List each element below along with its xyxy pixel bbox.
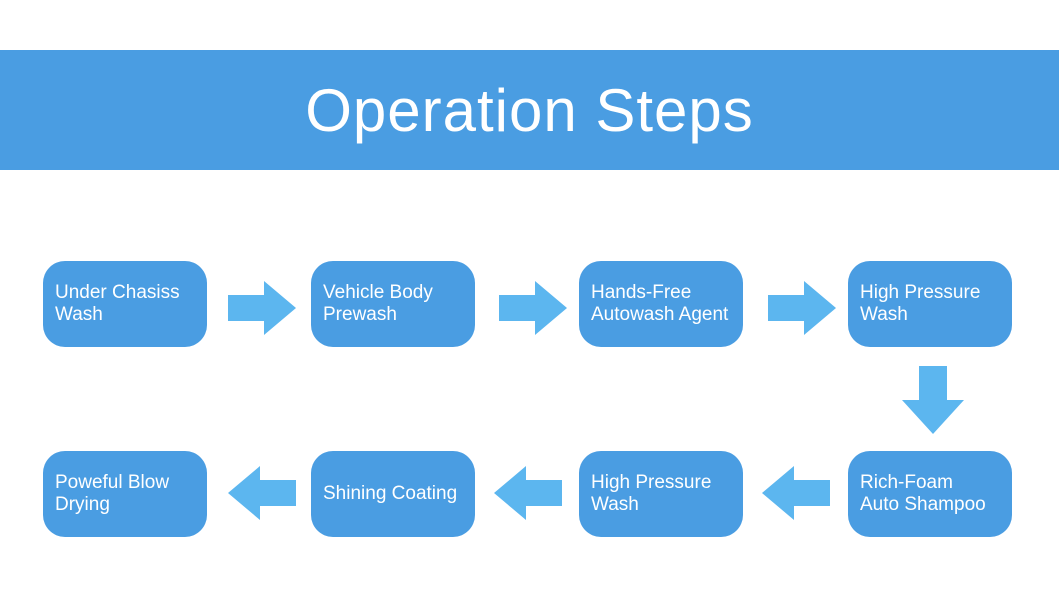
arrow-right-icon <box>768 281 836 335</box>
arrow-right-icon <box>228 281 296 335</box>
arrow-left-icon <box>228 466 296 520</box>
step-powerful-blow-drying: Poweful Blow Drying <box>43 451 207 537</box>
arrow-down-icon <box>902 366 964 434</box>
step-under-chassis-wash: Under Chasiss Wash <box>43 261 207 347</box>
step-high-pressure-wash-1: High Pressure Wash <box>848 261 1012 347</box>
step-hands-free-autowash-agent: Hands-Free Autowash Agent <box>579 261 743 347</box>
step-rich-foam-auto-shampoo: Rich-Foam Auto Shampoo <box>848 451 1012 537</box>
header-band: Operation Steps <box>0 50 1059 170</box>
page-title: Operation Steps <box>305 76 754 144</box>
arrow-left-icon <box>762 466 830 520</box>
step-high-pressure-wash-2: High Pressure Wash <box>579 451 743 537</box>
step-shining-coating: Shining Coating <box>311 451 475 537</box>
arrow-left-icon <box>494 466 562 520</box>
step-vehicle-body-prewash: Vehicle Body Prewash <box>311 261 475 347</box>
arrow-right-icon <box>499 281 567 335</box>
